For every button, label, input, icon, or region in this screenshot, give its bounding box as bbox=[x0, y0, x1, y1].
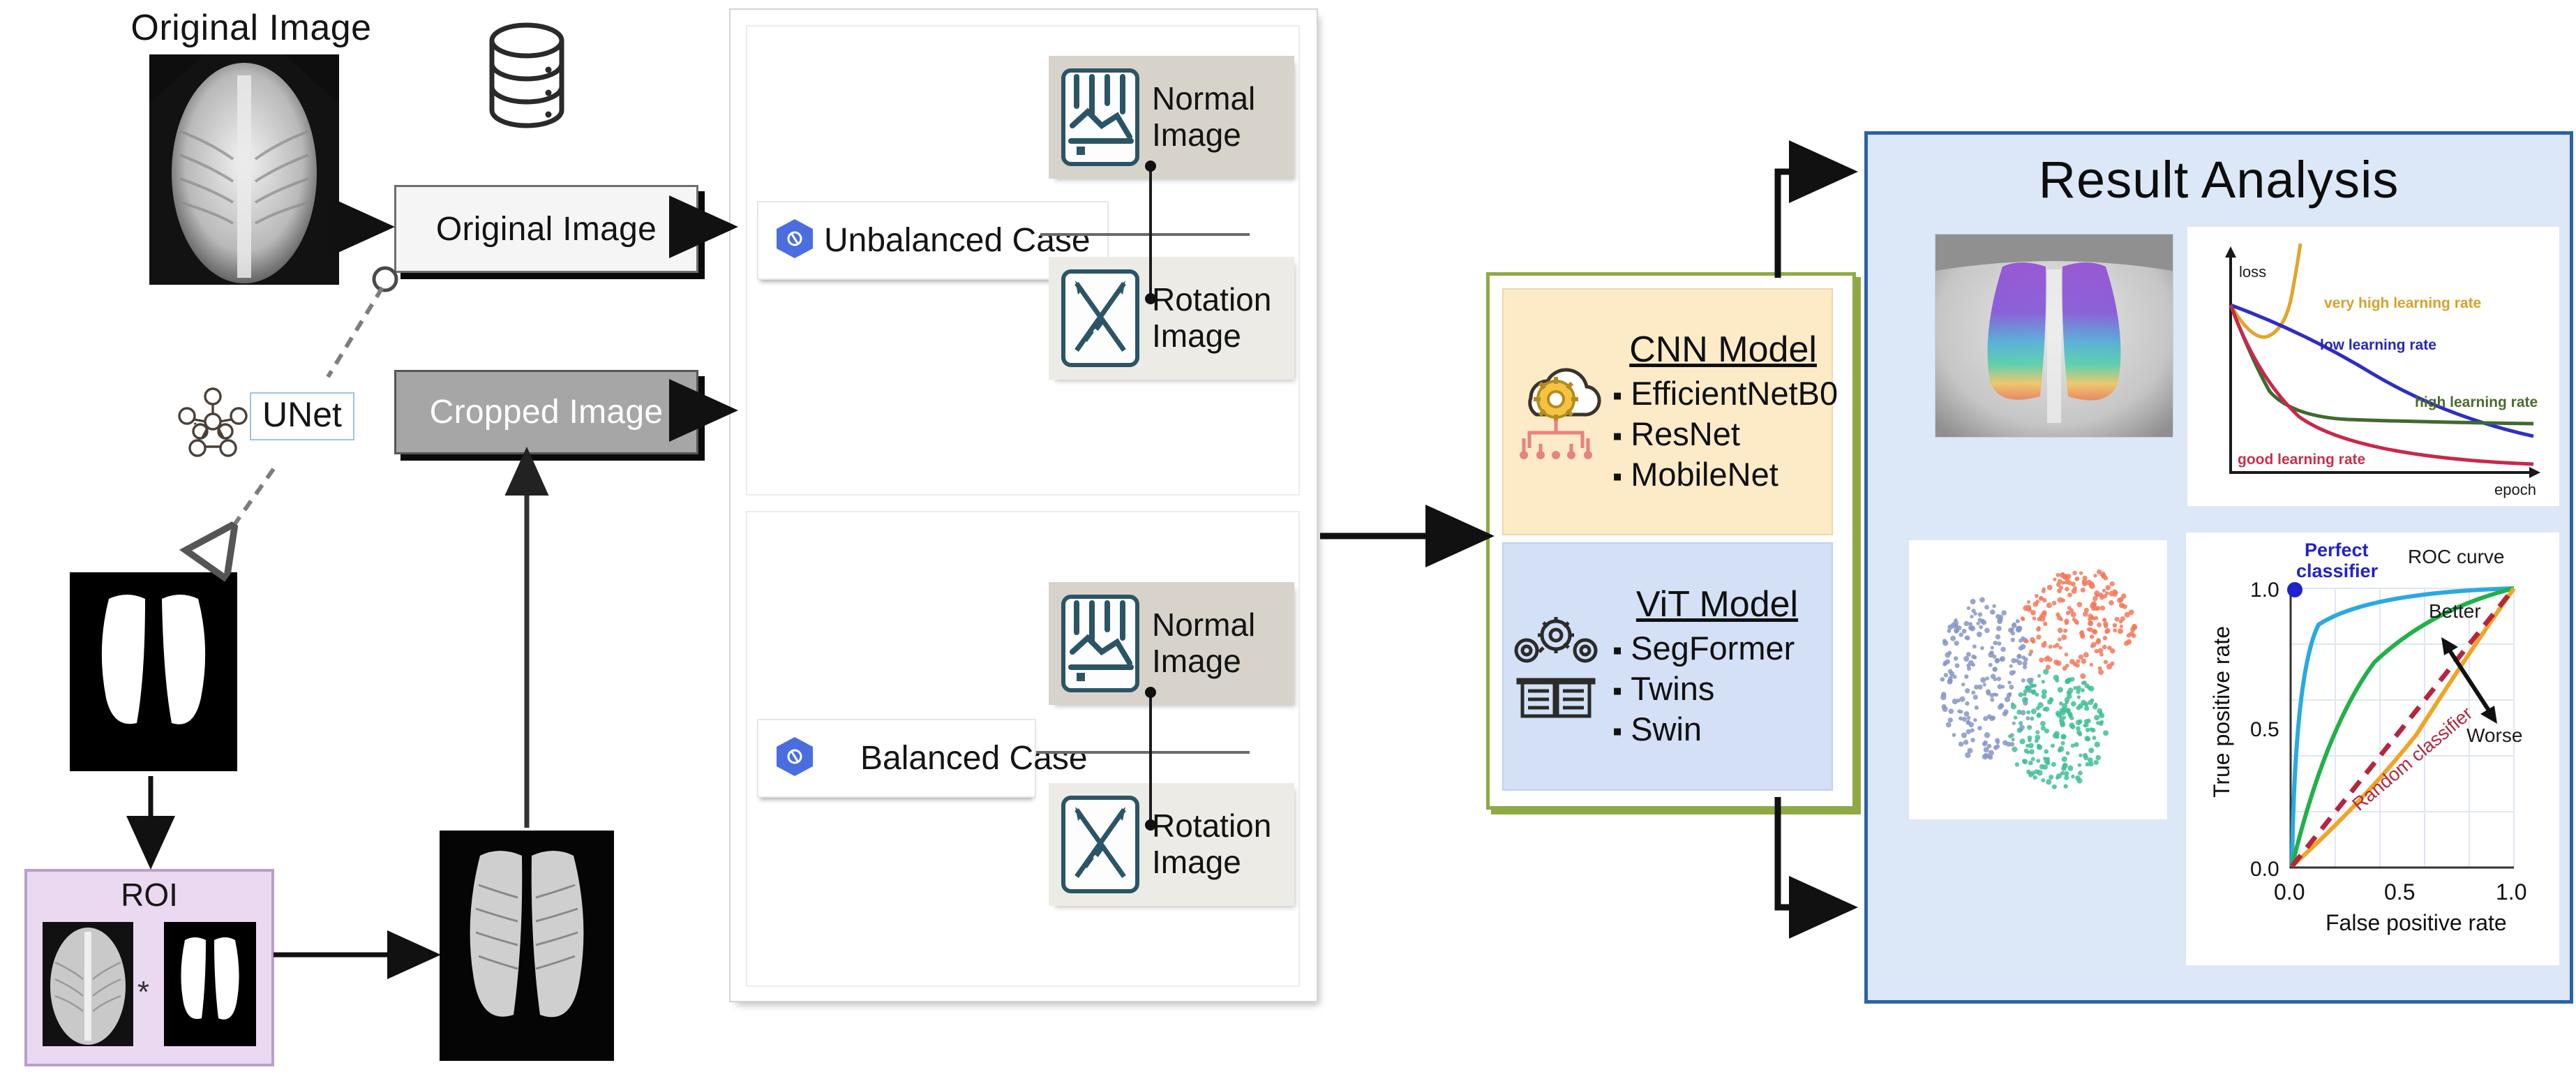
lung-segmentation-heatmap bbox=[1935, 234, 2173, 438]
roi-multiply-operator: * bbox=[137, 975, 150, 1009]
roi-xray-thumb bbox=[43, 922, 133, 1046]
rotation-tools-icon bbox=[1061, 269, 1139, 367]
svg-text:False positive rate: False positive rate bbox=[2326, 910, 2507, 935]
rotation-tools-icon bbox=[1061, 796, 1139, 893]
svg-text:Perfect: Perfect bbox=[2305, 540, 2369, 560]
cnn-model-title: CNN Model bbox=[1629, 329, 1817, 370]
image-chart-icon bbox=[1061, 595, 1139, 692]
case-hexagon-icon bbox=[775, 736, 814, 781]
variant-link-balanced bbox=[1149, 692, 1152, 825]
vit-item: SegFormer bbox=[1612, 628, 1826, 669]
svg-text:epoch: epoch bbox=[2494, 481, 2536, 498]
svg-text:ROC curve: ROC curve bbox=[2408, 546, 2504, 567]
svg-text:True positive rate: True positive rate bbox=[2209, 626, 2234, 798]
svg-text:loss: loss bbox=[2239, 263, 2266, 281]
cnn-model-card[interactable]: CNN Model EfficientNetB0 ResNet MobileNe… bbox=[1502, 288, 1838, 535]
gears-book-icon bbox=[1504, 607, 1608, 726]
svg-text:high learning rate: high learning rate bbox=[2415, 394, 2538, 410]
result-analysis-title: Result Analysis bbox=[2038, 151, 2399, 209]
case-label-balanced: Balanced Case bbox=[860, 740, 1088, 777]
case-chip-balanced[interactable]: Balanced Case bbox=[757, 719, 1088, 798]
original-xray-image bbox=[149, 54, 339, 285]
svg-text:Better: Better bbox=[2429, 600, 2481, 622]
image-chart-icon bbox=[1061, 68, 1139, 166]
cnn-model-list: EfficientNetB0 ResNet MobileNet bbox=[1608, 373, 1838, 496]
svg-text:0.5: 0.5 bbox=[2250, 718, 2279, 741]
cloud-gear-network-icon bbox=[1504, 356, 1608, 468]
svg-text:1.0: 1.0 bbox=[2496, 879, 2526, 905]
neural-network-icon bbox=[174, 385, 251, 462]
cnn-item: MobileNet bbox=[1612, 454, 1838, 495]
segmentation-mask-image bbox=[70, 572, 237, 771]
link-dot-bottom-unbalanced bbox=[1145, 293, 1156, 304]
case-label-unbalanced: Unbalanced Case bbox=[824, 222, 1091, 259]
svg-text:classifier: classifier bbox=[2296, 560, 2379, 581]
roi-box: ROI * bbox=[24, 869, 274, 1066]
model-container: CNN Model EfficientNetB0 ResNet MobileNe… bbox=[1486, 272, 1856, 810]
svg-text:1.0: 1.0 bbox=[2250, 579, 2279, 602]
link-dot-top-unbalanced bbox=[1145, 161, 1156, 172]
case-hexagon-icon bbox=[775, 218, 814, 263]
vit-item: Twins bbox=[1612, 669, 1826, 709]
result-analysis-panel: Result Analysis bbox=[1864, 131, 2573, 1004]
roi-mask-thumb bbox=[164, 922, 256, 1046]
link-dot-bottom-balanced bbox=[1145, 819, 1156, 831]
loss-vs-epoch-chart: loss epoch very high learning rate low l… bbox=[2187, 227, 2559, 506]
database-icon bbox=[481, 20, 572, 131]
variant-link-unbalanced bbox=[1149, 166, 1152, 299]
svg-text:Worse: Worse bbox=[2466, 724, 2522, 746]
svg-text:0.5: 0.5 bbox=[2384, 879, 2415, 905]
svg-text:0.0: 0.0 bbox=[2250, 858, 2279, 881]
unet-label[interactable]: UNet bbox=[250, 392, 354, 440]
cnn-item: EfficientNetB0 bbox=[1612, 373, 1838, 414]
cropped-lung-image bbox=[440, 831, 614, 1061]
link-dot-top-balanced bbox=[1145, 687, 1156, 698]
vit-model-title: ViT Model bbox=[1635, 583, 1799, 625]
pipeline-box-cropped-image[interactable]: Cropped Image bbox=[394, 370, 698, 454]
roc-curve-chart: Perfect classifier ROC curve Better Wors… bbox=[2186, 533, 2559, 965]
connector-line-unbalanced bbox=[1040, 233, 1250, 236]
vit-model-list: SegFormer Twins Swin bbox=[1608, 628, 1826, 750]
roi-label: ROI bbox=[121, 877, 178, 913]
tsne-scatter-chart bbox=[1908, 540, 2168, 820]
svg-text:good learning rate: good learning rate bbox=[2238, 452, 2365, 468]
connector-line-balanced bbox=[1036, 751, 1250, 754]
vit-item: Swin bbox=[1612, 709, 1826, 750]
svg-text:0.0: 0.0 bbox=[2274, 879, 2305, 905]
svg-text:very high learning rate: very high learning rate bbox=[2324, 295, 2481, 311]
cnn-item: ResNet bbox=[1612, 414, 1838, 454]
original-image-title: Original Image bbox=[130, 8, 372, 48]
vit-model-card[interactable]: ViT Model SegFormer Twins Swin bbox=[1502, 542, 1833, 791]
pipeline-box-original-image[interactable]: Original Image bbox=[394, 185, 698, 273]
svg-text:low learning rate: low learning rate bbox=[2320, 337, 2436, 353]
